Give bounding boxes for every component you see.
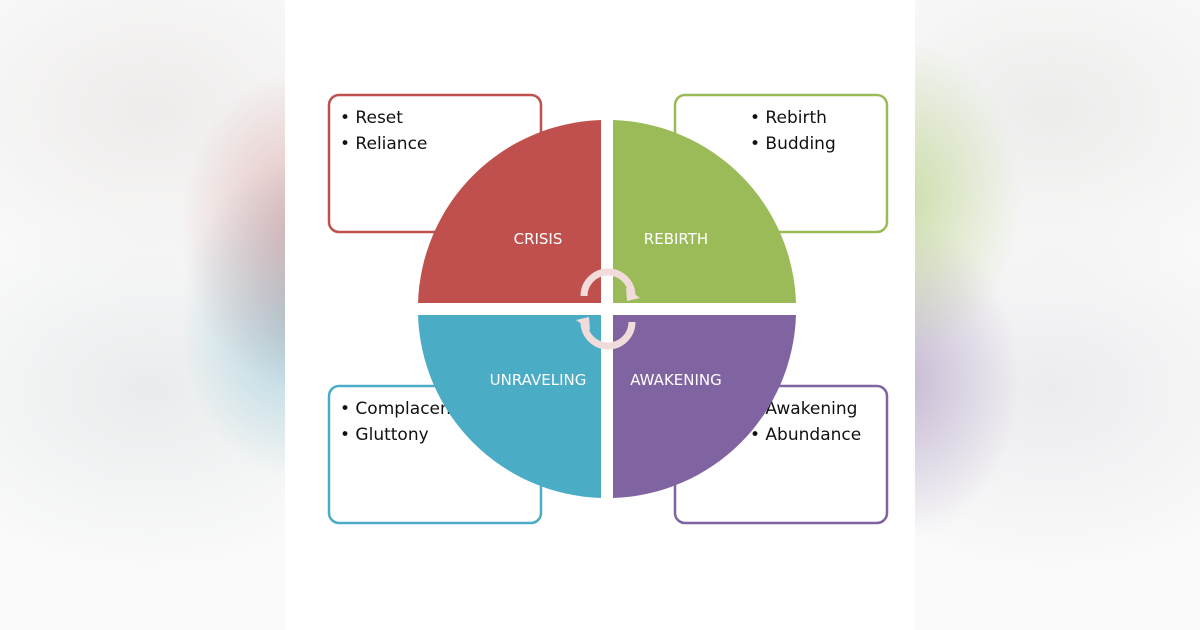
unraveling-label: UNRAVELING xyxy=(490,371,587,389)
awakening-quadrant xyxy=(613,315,796,498)
crisis-quadrant xyxy=(418,120,601,303)
unraveling-bullet: • Gluttony xyxy=(340,425,429,445)
unraveling-bullet: • Complacency xyxy=(340,399,470,419)
rebirth-bullet: • Budding xyxy=(750,134,836,154)
rebirth-bullet: • Rebirth xyxy=(750,108,827,128)
crisis-bullet: • Reset xyxy=(340,108,403,128)
crisis-label: CRISIS xyxy=(514,230,563,248)
cycle-arrows-icon xyxy=(576,268,640,350)
rebirth-label: REBIRTH xyxy=(644,230,708,248)
awakening-label: AWAKENING xyxy=(630,371,722,389)
awakening-bullet: • Abundance xyxy=(750,425,861,445)
rebirth-quadrant xyxy=(613,120,796,303)
unraveling-quadrant xyxy=(418,315,601,498)
crisis-bullet: • Reliance xyxy=(340,134,427,154)
awakening-bullet: • Awakening xyxy=(750,399,857,419)
